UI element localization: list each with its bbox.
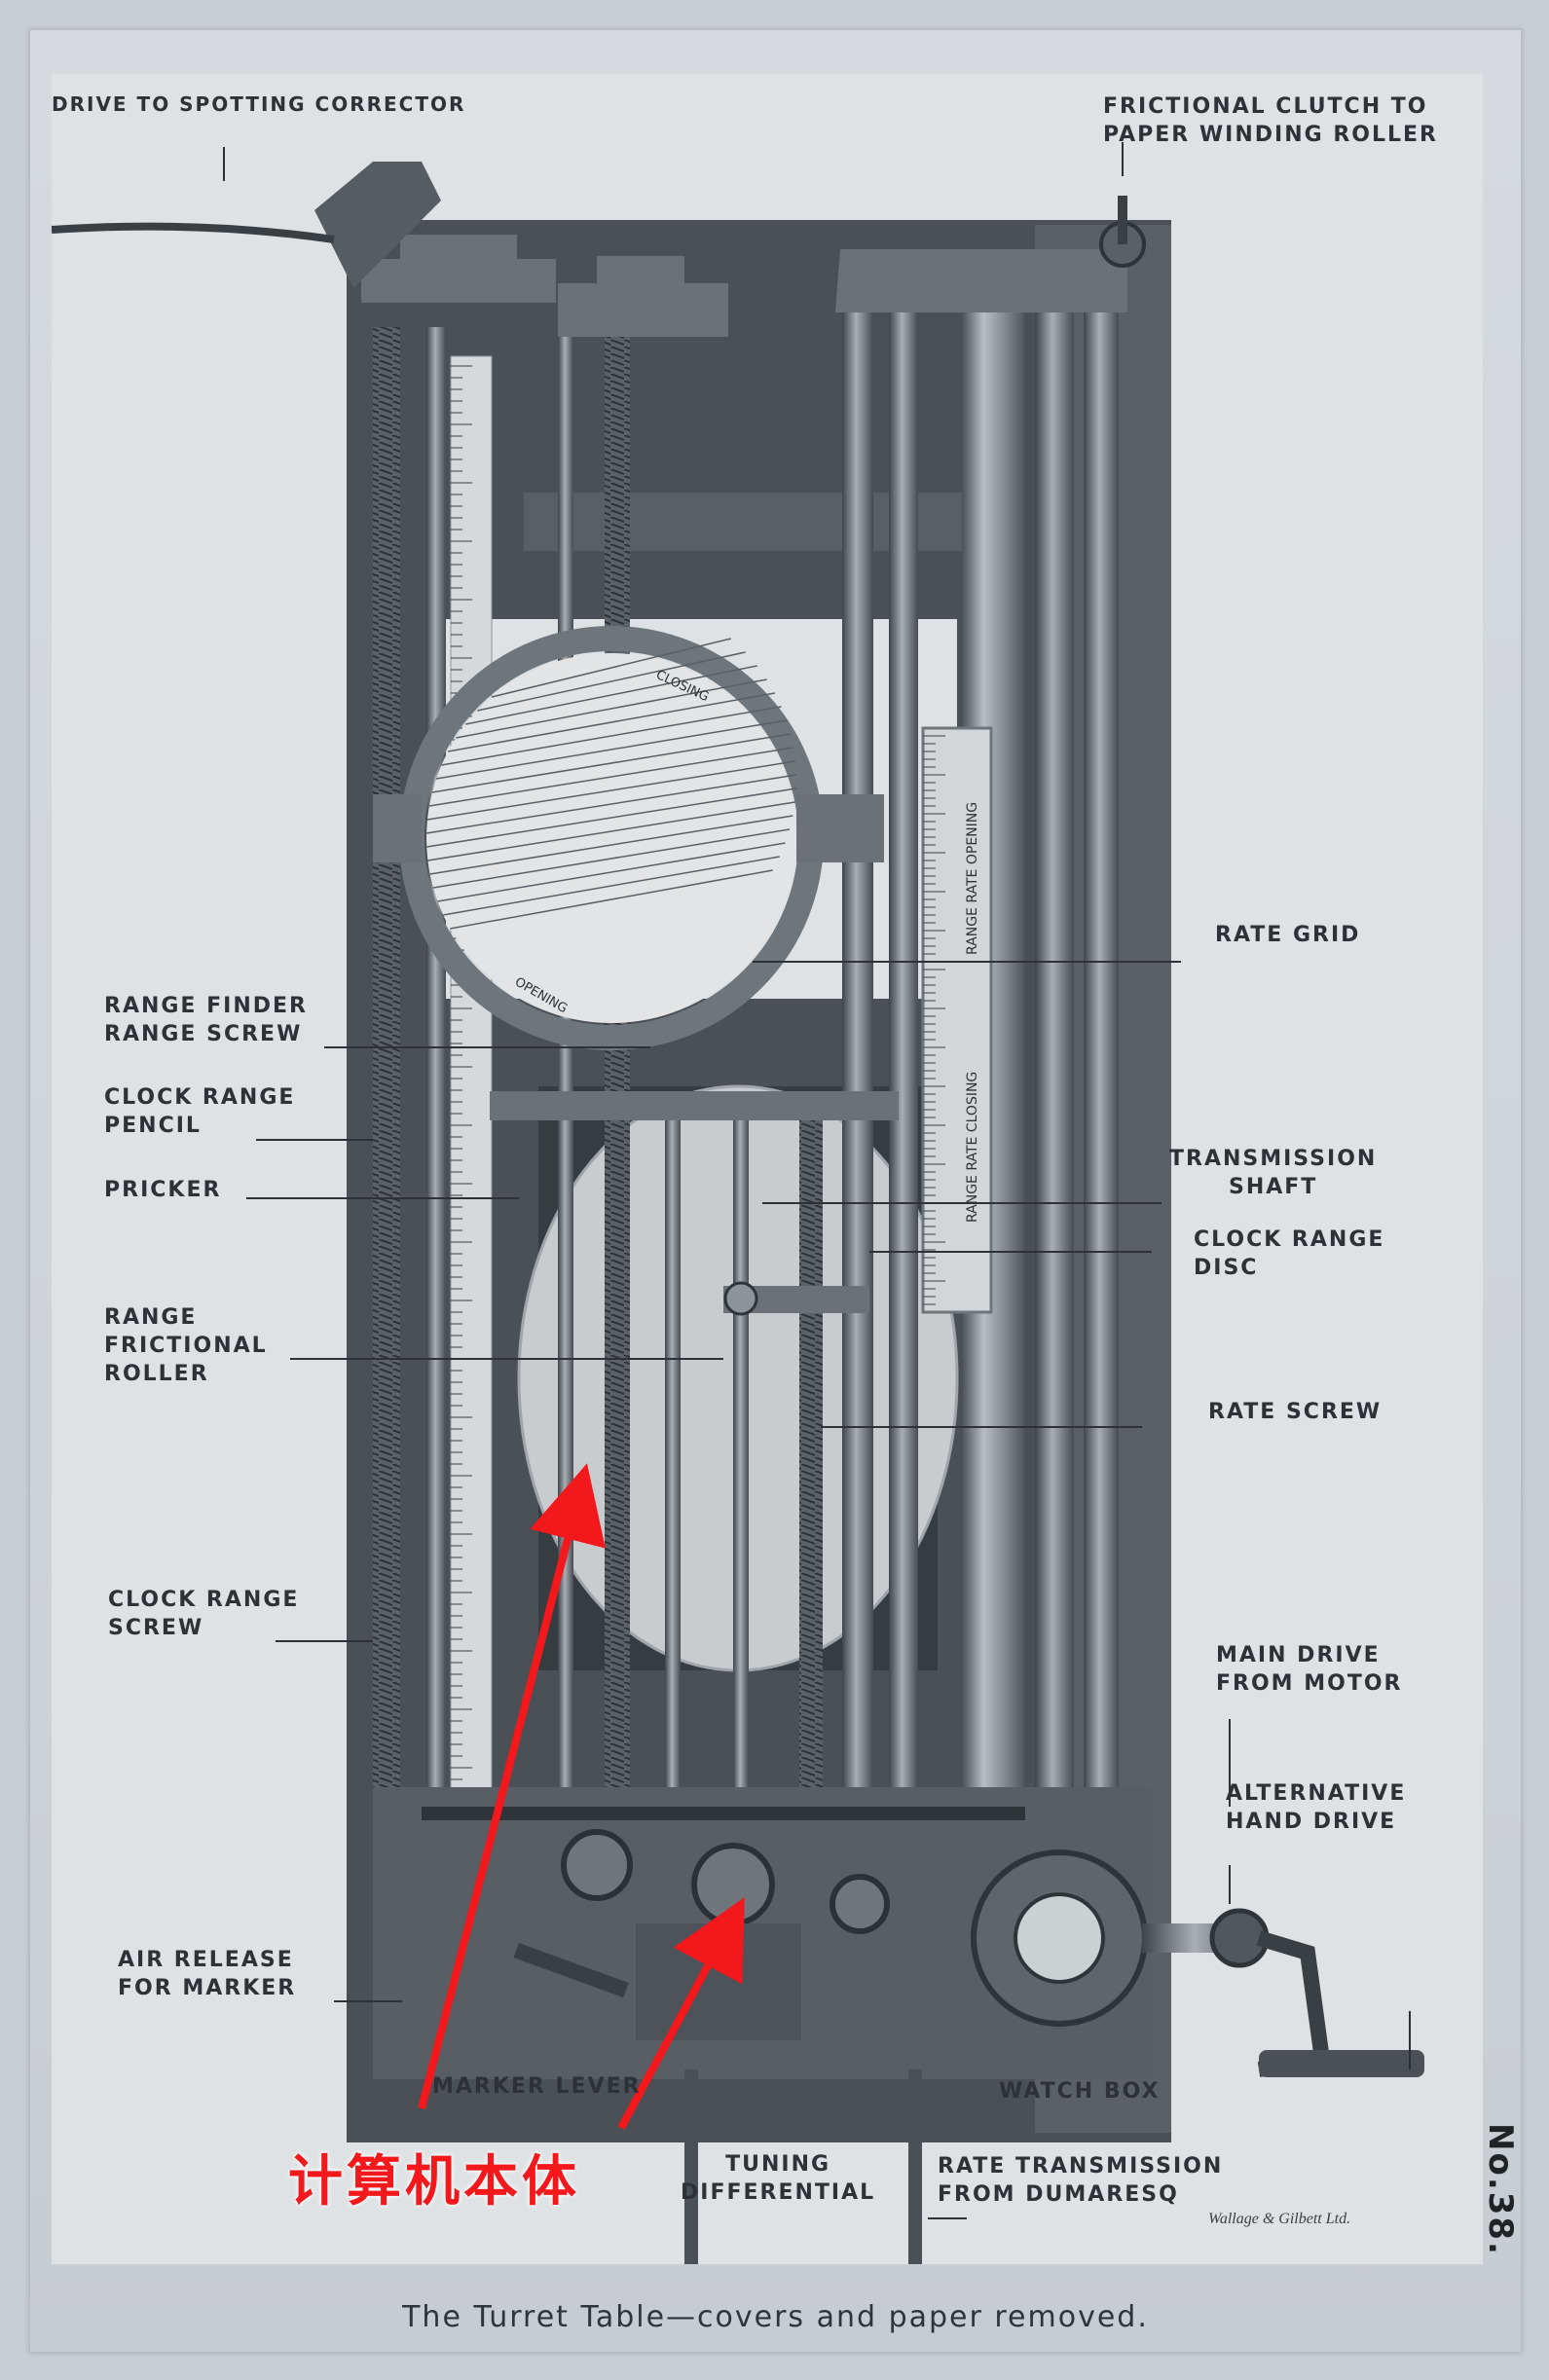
plate-number: No.38.	[1481, 2123, 1520, 2256]
spotting-drive-housing	[314, 162, 441, 288]
label-clock-range-pencil: CLOCK RANGE PENCIL	[104, 1085, 296, 1138]
right-rod-4	[1084, 308, 1119, 2040]
label-frictional-clutch: FRICTIONAL CLUTCH TO PAPER WINDING ROLLE…	[1103, 94, 1438, 147]
label-tuning-differential: TUNING DIFFERENTIAL	[681, 2152, 876, 2205]
label-alternative-hand-drive: ALTERNATIVE HAND DRIVE	[1226, 1781, 1407, 1834]
label-air-release-for-marker: AIR RELEASE FOR MARKER	[118, 1948, 297, 2000]
scale-strip	[450, 355, 493, 2032]
right-rod-2	[889, 308, 918, 2040]
top-mid-bracket	[558, 256, 728, 337]
rate-grid-face	[426, 653, 796, 1023]
maker-credit: Wallage & Gilbett Ltd.	[1208, 2211, 1351, 2227]
rate-grid-lines	[425, 638, 797, 930]
gear-3	[830, 1874, 890, 1934]
transmission-shaft	[733, 1106, 749, 1982]
label-marker-lever: MARKER LEVER	[432, 2074, 642, 2099]
rate-opening-text: RANGE RATE OPENING	[965, 802, 980, 955]
annotation-text: 计算机本体	[288, 2150, 580, 2214]
hand-crank	[1256, 1930, 1331, 2077]
rate-transmission-shaft	[908, 2069, 922, 2264]
marker-lever-arm	[513, 1942, 629, 1998]
label-main-drive-from-motor: MAIN DRIVE FROM MOTOR	[1216, 1643, 1403, 1696]
label-rate-screw: RATE SCREW	[1208, 1400, 1383, 1424]
spotting-drive-cable	[52, 222, 335, 243]
hand-drive-wheel	[1209, 1908, 1270, 1968]
top-left-bracket	[361, 235, 556, 303]
range-frictional-roller	[723, 1281, 758, 1316]
label-range-finder-range-screw: RANGE FINDER RANGE SCREW	[104, 994, 308, 1046]
label-range-frictional-roller: RANGE FRICTIONAL ROLLER	[104, 1305, 268, 1386]
rate-grid-arm	[373, 794, 884, 862]
crank-handle	[1259, 2050, 1424, 2077]
gear-chain	[422, 1807, 1025, 1820]
label-rate-grid: RATE GRID	[1215, 923, 1361, 947]
right-rod-3	[1035, 308, 1074, 2040]
label-transmission-shaft: TRANSMISSION SHAFT	[1169, 1147, 1378, 1199]
photo-plate: CLOSING OPENING RANGE RATE OPENING RANGE…	[29, 29, 1522, 2353]
tuning-shaft	[684, 2069, 698, 2264]
turret-table-machine: CLOSING OPENING RANGE RATE OPENING RANGE…	[52, 142, 1424, 2264]
range-rate-scale	[921, 726, 993, 1314]
paper-roller-upper	[962, 308, 1024, 726]
label-watch-box: WATCH BOX	[999, 2079, 1161, 2104]
label-rate-transmission: RATE TRANSMISSION FROM DUMARESQ	[938, 2154, 1224, 2207]
right-rod-1	[842, 308, 873, 2040]
central-rod-1	[558, 337, 573, 1992]
figure-caption: The Turret Table—covers and paper remove…	[402, 2300, 1149, 2334]
watch-dial	[1014, 1892, 1105, 1984]
left-rod	[426, 327, 446, 2040]
label-drive-to-spotting-corrector: DRIVE TO SPOTTING CORRECTOR	[52, 92, 466, 116]
clutch-spindle	[1118, 196, 1127, 244]
rate-closing-text: RANGE RATE CLOSING	[965, 1072, 980, 1223]
gear-1	[561, 1829, 633, 1901]
range-finder-range-screw	[605, 327, 630, 2001]
label-clock-range-disc: CLOCK RANGE DISC	[1194, 1227, 1385, 1280]
label-clock-range-screw: CLOCK RANGE SCREW	[108, 1588, 300, 1640]
annotation-arrows	[418, 1463, 745, 2130]
central-rod-2	[665, 1106, 681, 1982]
pricker-carriage	[490, 1091, 899, 1120]
clock-range-screw	[373, 327, 400, 2031]
label-pricker: PRICKER	[104, 1178, 222, 1202]
leader-lines	[223, 142, 1411, 2219]
top-right-bracket	[835, 249, 1127, 312]
